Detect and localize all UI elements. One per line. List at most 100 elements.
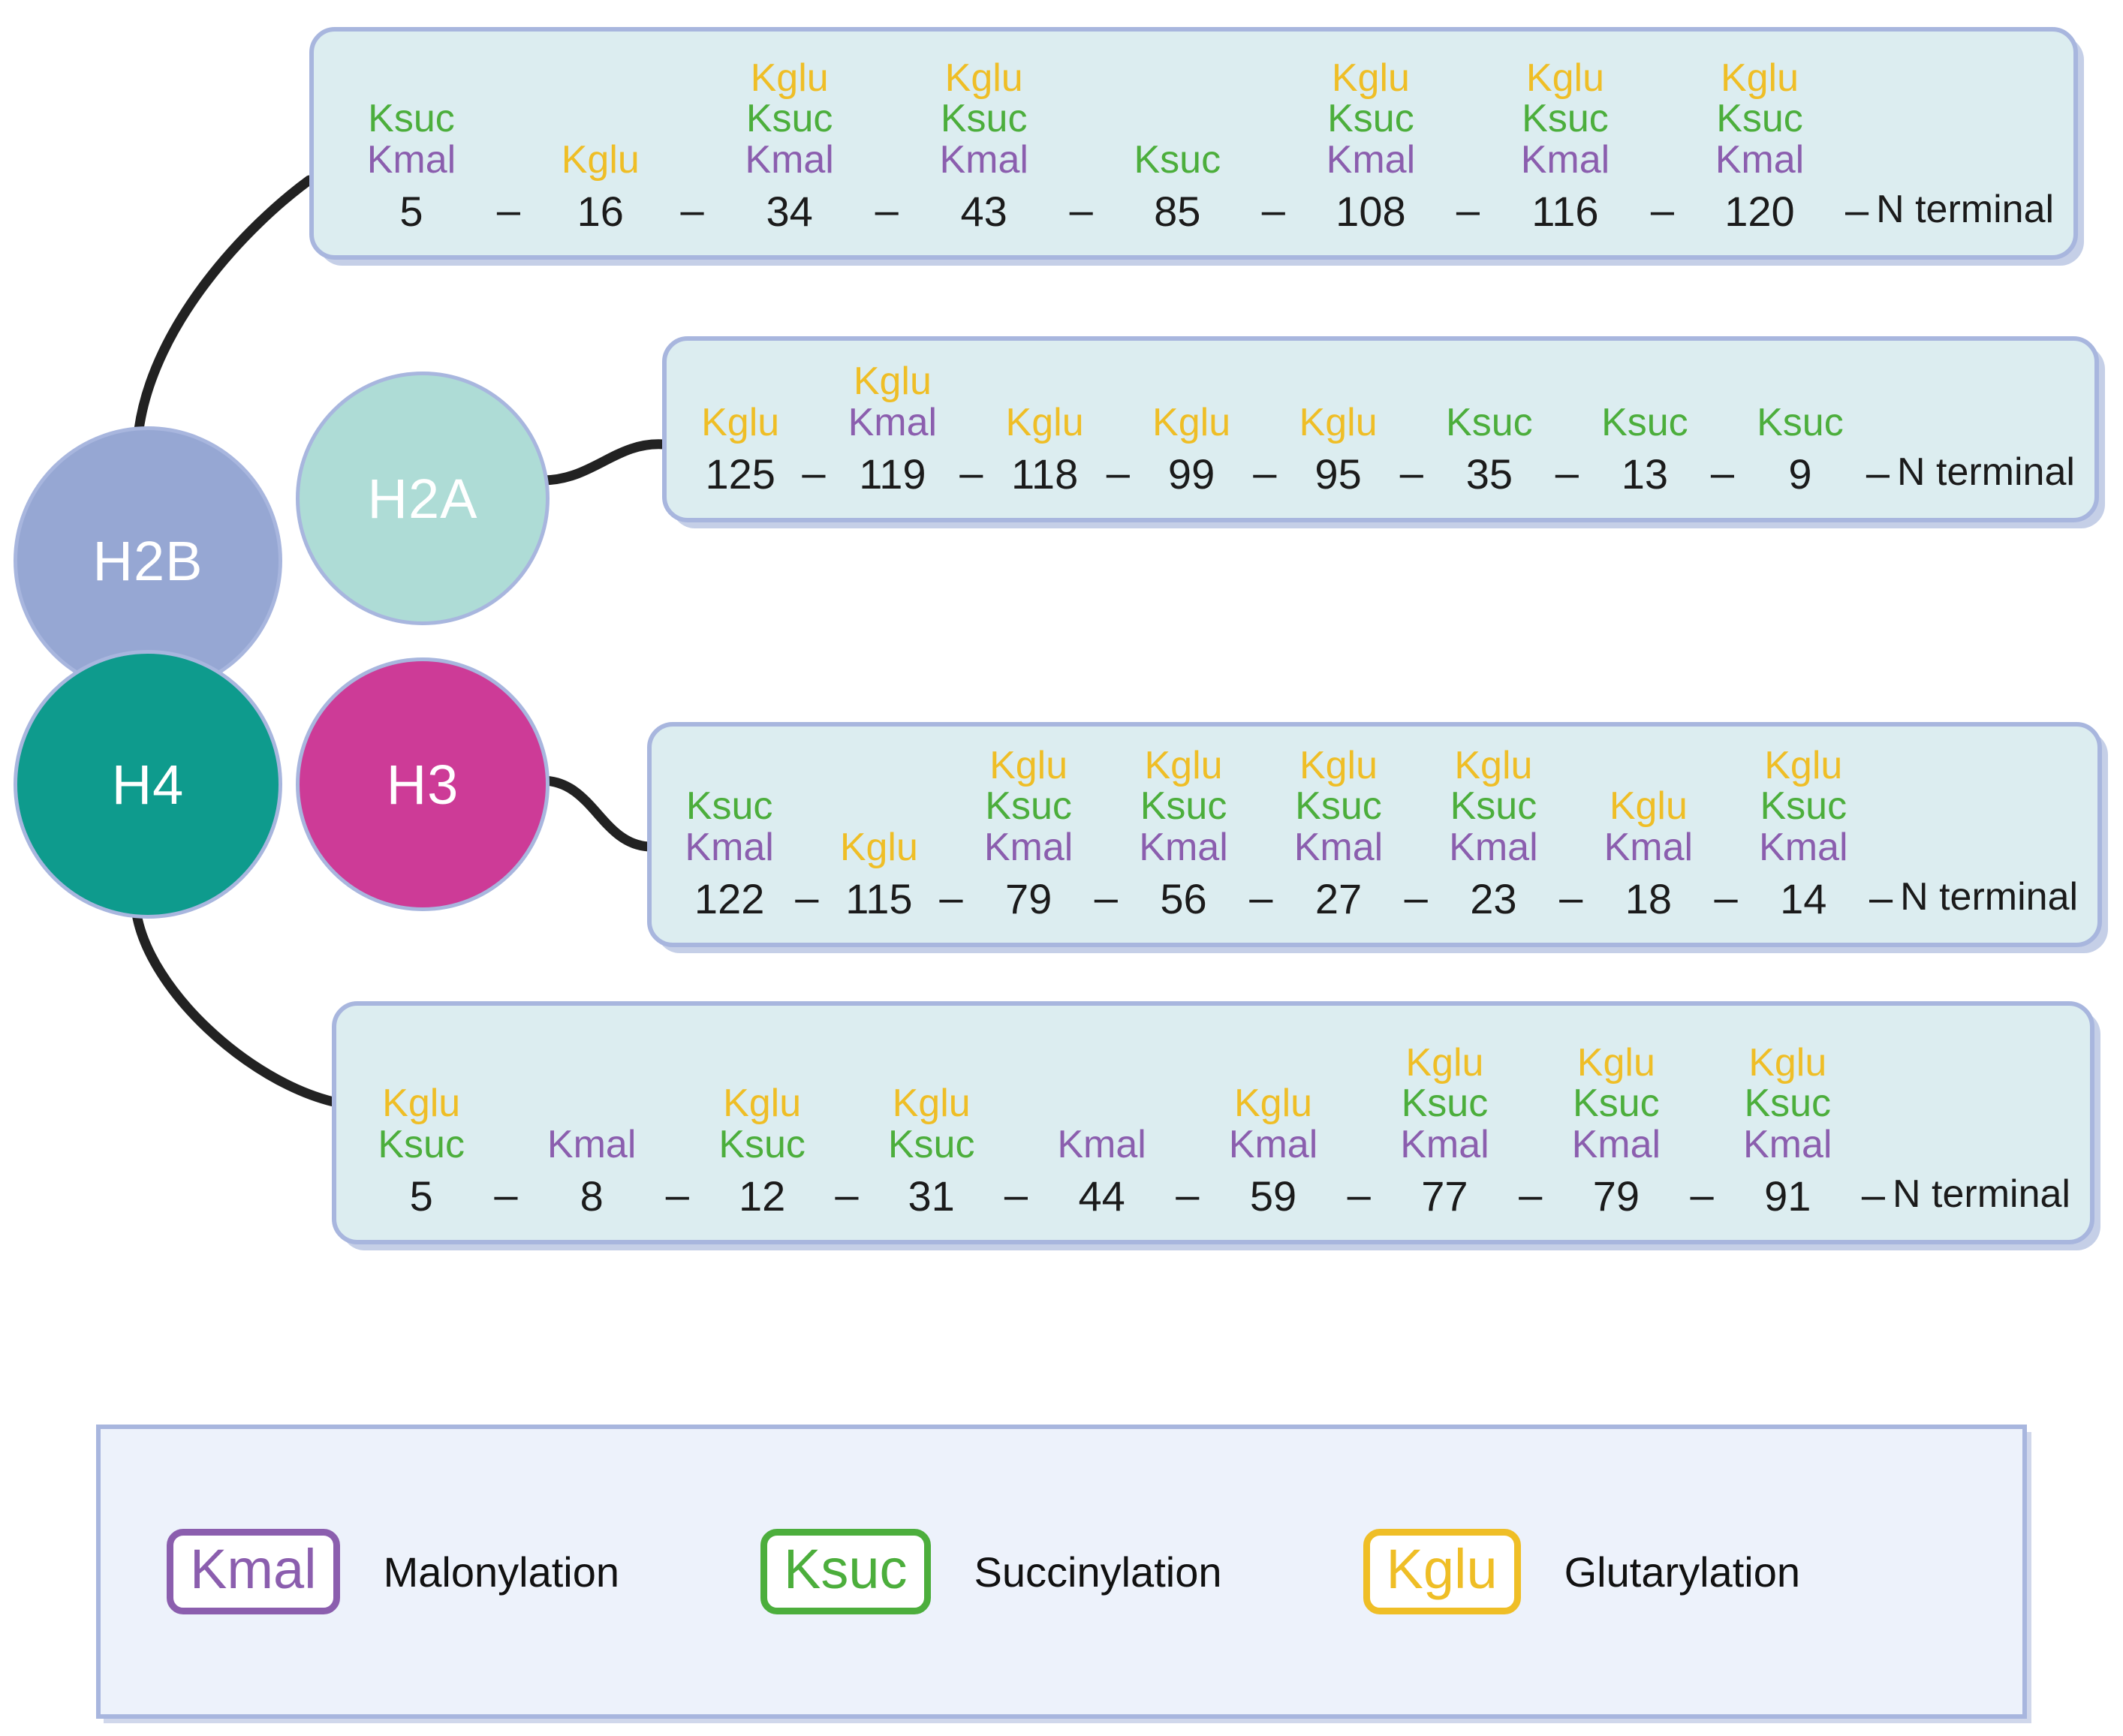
ptm-mark-kglu: Kglu (853, 360, 932, 404)
ptm-mark-ksuc: Ksuc (1573, 1082, 1660, 1126)
legend-item-ksuc[interactable]: Ksuc Succinylation (760, 1529, 1222, 1614)
connector-h3 (537, 775, 654, 852)
ptm-mark-ksuc: Ksuc (1522, 97, 1609, 141)
ptm-mark-ksuc: Ksuc (1140, 784, 1227, 829)
residue-position: 120 (1724, 187, 1795, 235)
residue-position: 31 (908, 1172, 955, 1220)
ptm-site-h2b-16[interactable]: Kglu 16 (528, 139, 673, 236)
ptm-mark-ksuc: Ksuc (1295, 784, 1382, 829)
residue-position: 115 (845, 874, 913, 922)
ptm-mark-kmal: Kmal (1400, 1122, 1489, 1166)
residue-position: 85 (1154, 187, 1201, 235)
ptm-mark-kmal: Kmal (939, 137, 1028, 182)
residue-position: 18 (1625, 874, 1672, 922)
ptm-mark-kmal: Kmal (1326, 137, 1416, 182)
ptm-mark-kglu: Kglu (750, 56, 829, 101)
residue-position: 125 (705, 450, 775, 498)
legend-item-kmal[interactable]: Kmal Malonylation (167, 1529, 619, 1614)
ptm-marks: Kglu (1006, 402, 1084, 442)
ptm-marks: Ksuc (1601, 402, 1688, 442)
residue-position: 16 (577, 187, 624, 235)
ptm-mark-ksuc: Ksuc (1401, 1082, 1489, 1126)
ptm-mark-kmal: Kmal (1228, 1122, 1318, 1166)
ptm-marks: Kglu (562, 139, 640, 179)
residue-position: 91 (1764, 1172, 1811, 1220)
residue-position: 79 (1592, 1172, 1640, 1220)
kglu-badge-icon: Kglu (1363, 1529, 1521, 1614)
ptm-mark-ksuc: Ksuc (718, 1122, 806, 1166)
ptm-mark-kglu: Kglu (1525, 56, 1604, 101)
ptm-mark-ksuc: Ksuc (1446, 400, 1533, 444)
residue-position: 44 (1078, 1172, 1125, 1220)
site-separator: – (1714, 873, 1738, 921)
legend-panel: Kmal Malonylation Ksuc Succinylation Kgl… (96, 1425, 2027, 1719)
ptm-mark-kglu: Kglu (1299, 744, 1378, 788)
ptm-mark-kmal: Kmal (685, 825, 774, 869)
ptm-mark-kglu: Kglu (723, 1082, 802, 1126)
histone-circle-h3[interactable]: H3 (296, 657, 550, 911)
histone-label-h3: H3 (386, 753, 459, 816)
site-separator: – (496, 185, 521, 233)
ptm-mark-kglu: Kglu (382, 1082, 461, 1126)
ptm-mark-kmal: Kmal (1715, 137, 1805, 182)
site-separator: – (1690, 1170, 1714, 1218)
ptm-mark-kglu: Kglu (1609, 784, 1688, 829)
ptm-mark-kglu: Kglu (1331, 56, 1410, 101)
site-separator: – (1094, 873, 1118, 921)
site-separator: – (1176, 1170, 1200, 1218)
site-separator: – (1253, 448, 1277, 496)
connector-h2a (537, 439, 669, 486)
ptm-marks: Kglu (1299, 400, 1378, 444)
ptm-mark-kglu: Kglu (1299, 400, 1378, 444)
ptm-mark-ksuc: Ksuc (1716, 97, 1803, 141)
residue-position: 5 (409, 1172, 433, 1220)
ptm-mark-kglu: Kglu (1576, 1041, 1655, 1085)
ptm-mark-kmal: Kmal (1293, 825, 1384, 869)
legend-item-kglu[interactable]: Kglu Glutarylation (1363, 1529, 1800, 1614)
site-separator: – (835, 1170, 859, 1218)
ptm-mark-kmal: Kmal (745, 137, 834, 182)
histone-circle-h4[interactable]: H4 (14, 650, 282, 919)
legend-label-glutarylation: Glutarylation (1564, 1548, 1800, 1596)
n-terminal-label: N terminal (1893, 1172, 2070, 1217)
site-separator: – (1347, 1170, 1371, 1218)
histone-circle-h2a[interactable]: H2A (296, 372, 550, 625)
